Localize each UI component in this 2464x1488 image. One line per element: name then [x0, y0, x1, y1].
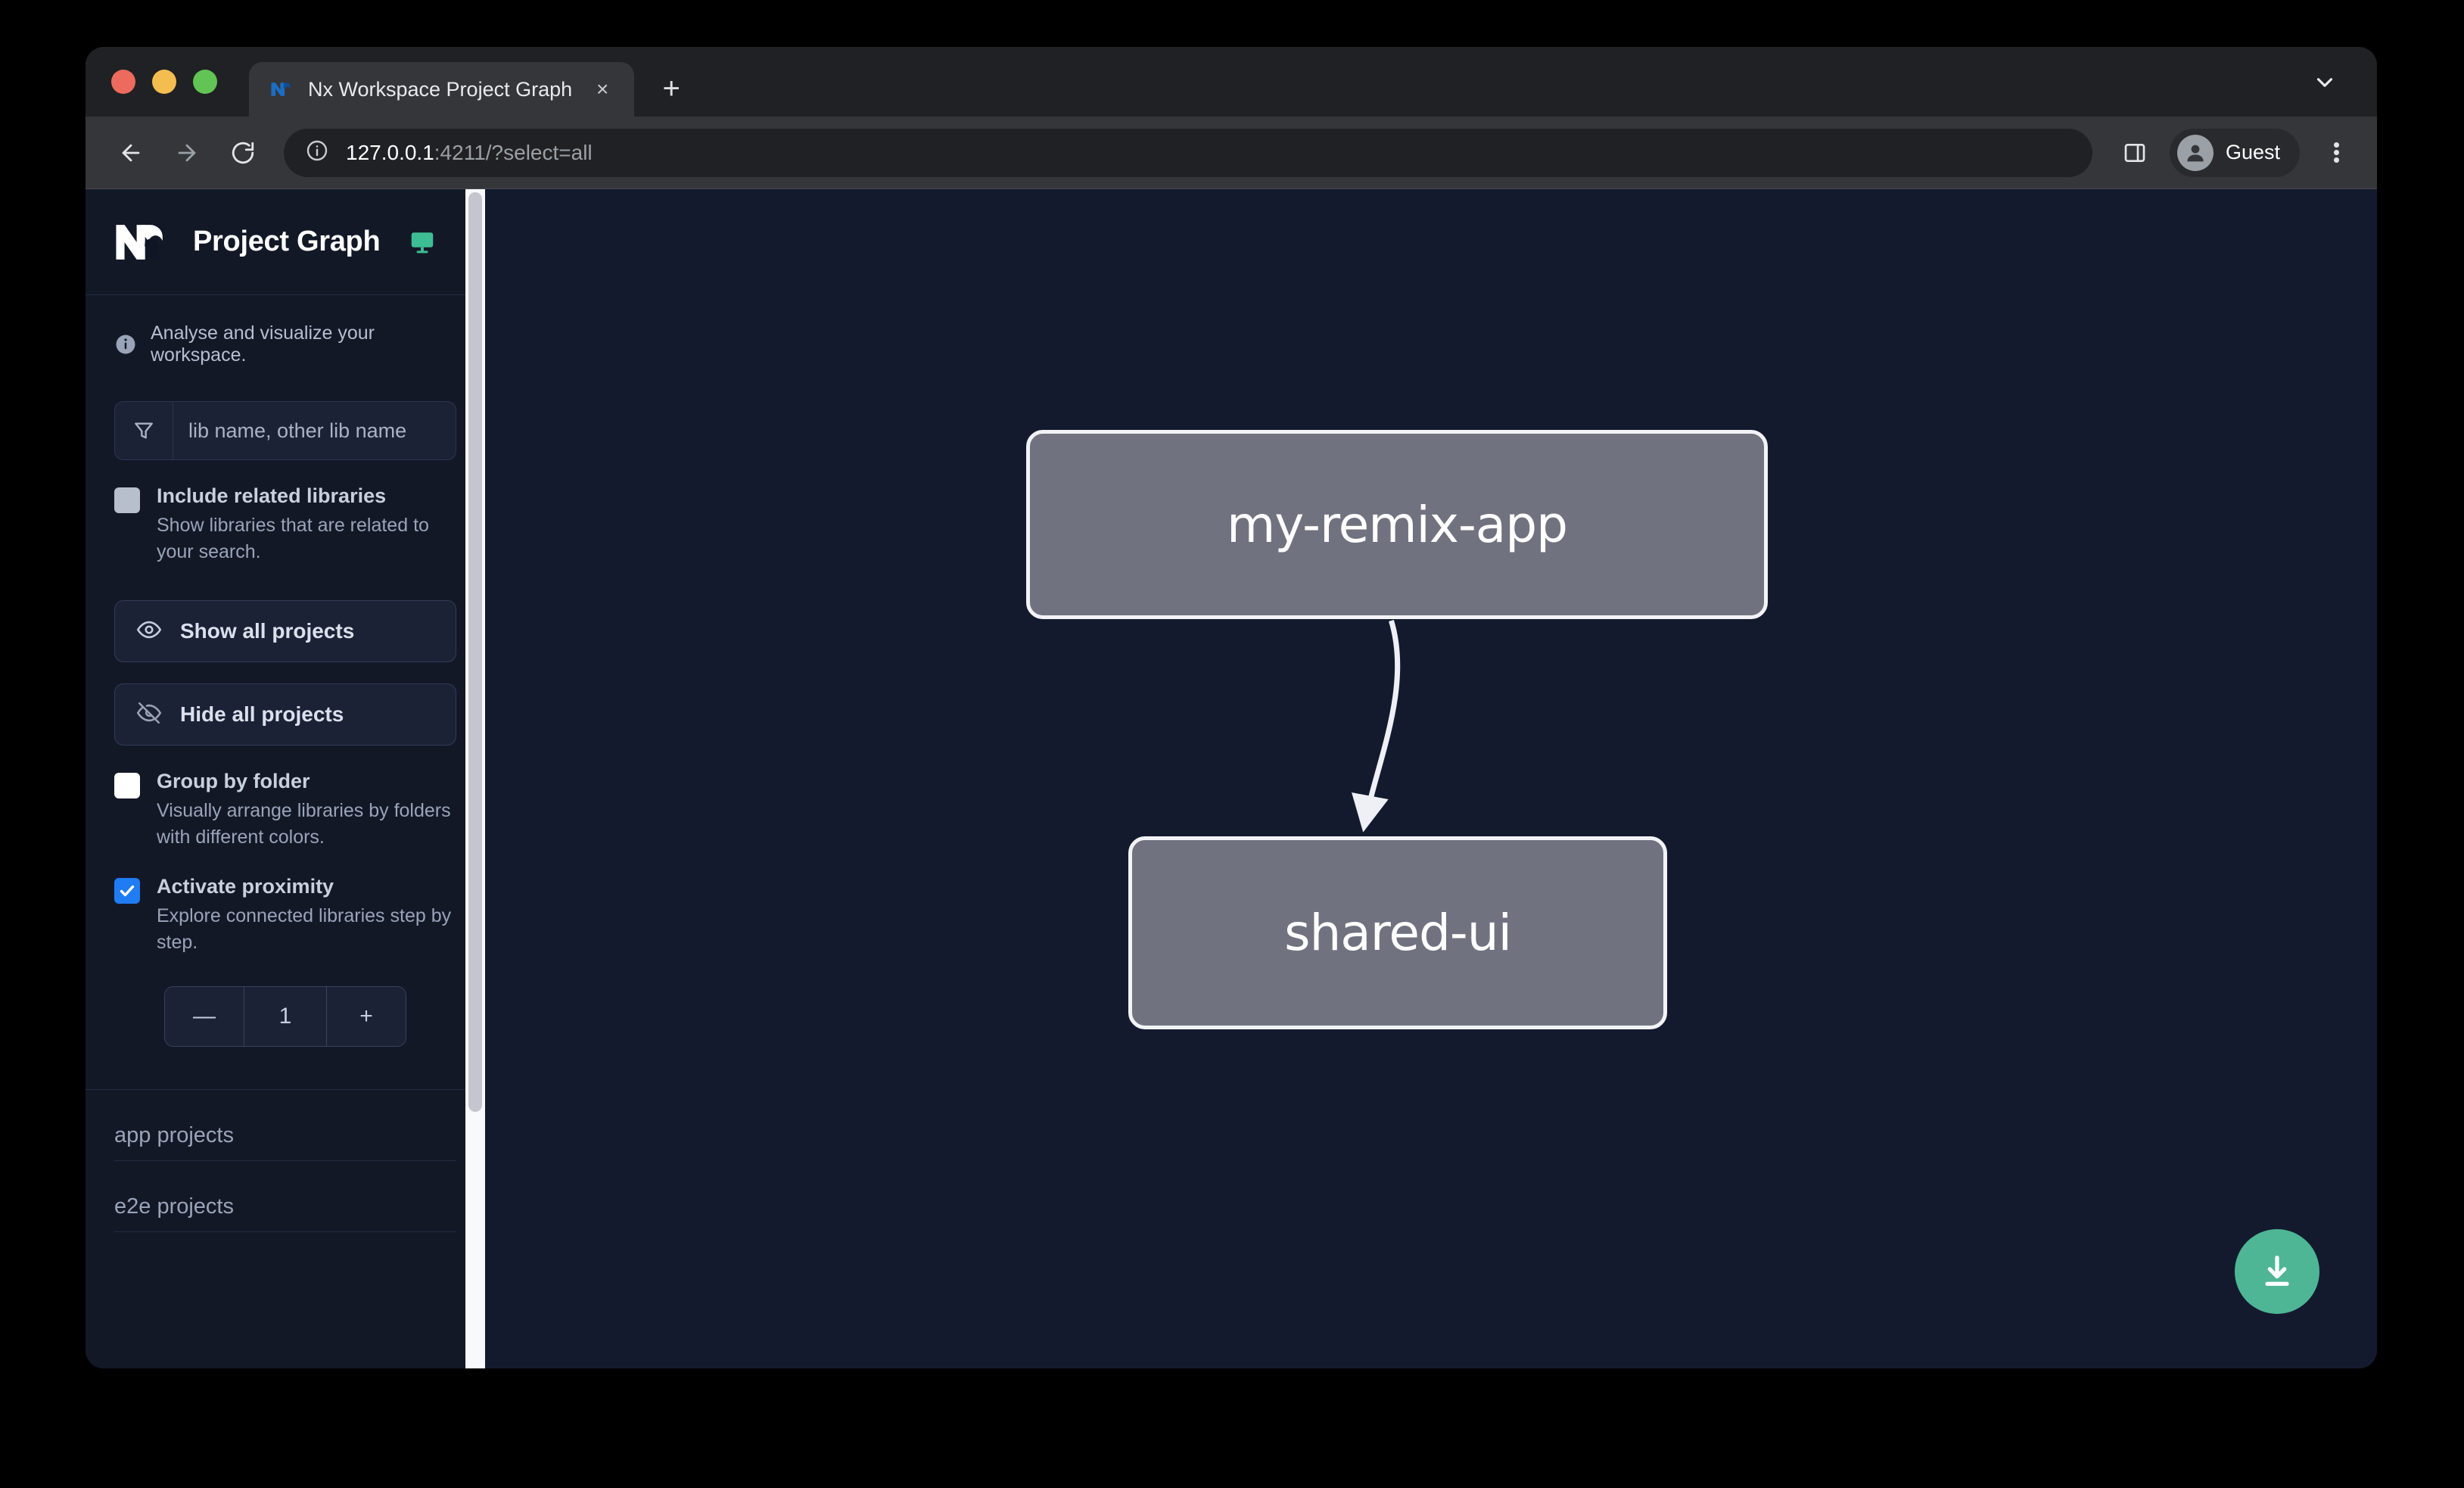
- hide-all-projects-label: Hide all projects: [180, 702, 344, 727]
- sidebar: Project Graph Analyse and visualize your…: [86, 189, 485, 1368]
- option-description: Show libraries that are related to your …: [157, 515, 429, 563]
- sidebar-scrollbar-thumb[interactable]: [468, 192, 482, 1113]
- group-header-app-projects[interactable]: app projects: [114, 1090, 456, 1162]
- option-group-by-folder[interactable]: Group by folder Visually arrange librari…: [114, 770, 456, 851]
- hide-all-projects-button[interactable]: Hide all projects: [114, 683, 456, 746]
- option-activate-proximity[interactable]: Activate proximity Explore connected lib…: [114, 875, 456, 956]
- page-title: Project Graph: [193, 226, 381, 257]
- sidebar-subtitle: Analyse and visualize your workspace.: [86, 295, 485, 381]
- option-description: Explore connected libraries step by step…: [157, 905, 452, 954]
- browser-toolbar: 127.0.0.1:4211/?select=all Guest: [86, 117, 2377, 189]
- reload-icon[interactable]: [219, 129, 267, 177]
- filter-icon: [115, 402, 173, 459]
- graph-edges: [1352, 619, 1401, 833]
- option-include-related-libraries[interactable]: Include related libraries Show libraries…: [114, 484, 456, 565]
- stepper-value[interactable]: 1: [244, 987, 327, 1047]
- close-tab-icon[interactable]: ×: [596, 77, 609, 101]
- url-host: 127.0.0.1: [346, 140, 434, 164]
- checkbox-include-related[interactable]: [114, 487, 140, 513]
- profile-name: Guest: [2225, 141, 2280, 163]
- sidebar-header: Project Graph: [86, 189, 485, 295]
- browser-tab[interactable]: Nx Workspace Project Graph ×: [249, 62, 635, 117]
- option-label: Include related libraries: [157, 484, 387, 507]
- close-window-button[interactable]: [111, 70, 135, 94]
- forward-icon[interactable]: [163, 129, 211, 177]
- app-body: Project Graph Analyse and visualize your…: [86, 189, 2377, 1368]
- option-label: Activate proximity: [157, 875, 334, 898]
- proximity-stepper: — 1 +: [164, 986, 406, 1048]
- project-graph-canvas[interactable]: my-remix-app shared-ui: [485, 189, 2377, 1368]
- stepper-increment-button[interactable]: +: [327, 987, 406, 1047]
- sidebar-subtitle-text: Analyse and visualize your workspace.: [151, 322, 375, 366]
- sidebar-scroll-area: Include related libraries Show libraries…: [86, 381, 485, 1368]
- option-label: Group by folder: [157, 770, 310, 793]
- avatar: [2176, 134, 2214, 171]
- minimize-window-button[interactable]: [152, 70, 176, 94]
- filter-box[interactable]: [114, 401, 456, 460]
- url-path: :4211/?select=all: [434, 140, 593, 164]
- traffic-lights: [111, 70, 217, 117]
- group-header-e2e-projects[interactable]: e2e projects: [114, 1161, 456, 1233]
- show-all-projects-label: Show all projects: [180, 619, 355, 643]
- eye-icon: [136, 617, 162, 646]
- info-icon: [114, 333, 137, 356]
- nx-favicon-icon: [269, 77, 293, 101]
- nx-logo-icon: [114, 221, 170, 263]
- checkbox-activate-proximity[interactable]: [114, 878, 140, 904]
- browser-window: Nx Workspace Project Graph × + 127.0.0.1…: [86, 47, 2377, 1368]
- graph-node-shared-ui[interactable]: shared-ui: [1128, 836, 1667, 1029]
- monitor-icon[interactable]: [407, 227, 437, 257]
- search-input[interactable]: [173, 402, 456, 459]
- back-icon[interactable]: [107, 129, 155, 177]
- stepper-decrement-button[interactable]: —: [165, 987, 244, 1047]
- show-all-projects-button[interactable]: Show all projects: [114, 600, 456, 663]
- checkbox-group-by-folder[interactable]: [114, 773, 140, 799]
- download-button[interactable]: [2235, 1229, 2319, 1314]
- maximize-window-button[interactable]: [193, 70, 217, 94]
- eye-off-icon: [136, 700, 162, 730]
- option-description: Visually arrange libraries by folders wi…: [157, 800, 451, 848]
- new-tab-button[interactable]: +: [662, 72, 680, 105]
- tab-title: Nx Workspace Project Graph: [308, 77, 573, 101]
- side-panel-icon[interactable]: [2112, 130, 2158, 176]
- profile-button[interactable]: Guest: [2169, 128, 2300, 177]
- site-info-icon[interactable]: [305, 139, 329, 167]
- tab-strip: Nx Workspace Project Graph × +: [86, 47, 2377, 117]
- chevron-down-icon[interactable]: [2307, 65, 2342, 100]
- address-bar-url: 127.0.0.1:4211/?select=all: [346, 141, 593, 165]
- address-bar[interactable]: 127.0.0.1:4211/?select=all: [284, 128, 2092, 177]
- sidebar-scrollbar[interactable]: [465, 189, 485, 1368]
- browser-menu-icon[interactable]: [2313, 130, 2359, 176]
- graph-node-my-remix-app[interactable]: my-remix-app: [1026, 430, 1768, 619]
- sidebar-divider: [86, 1089, 485, 1091]
